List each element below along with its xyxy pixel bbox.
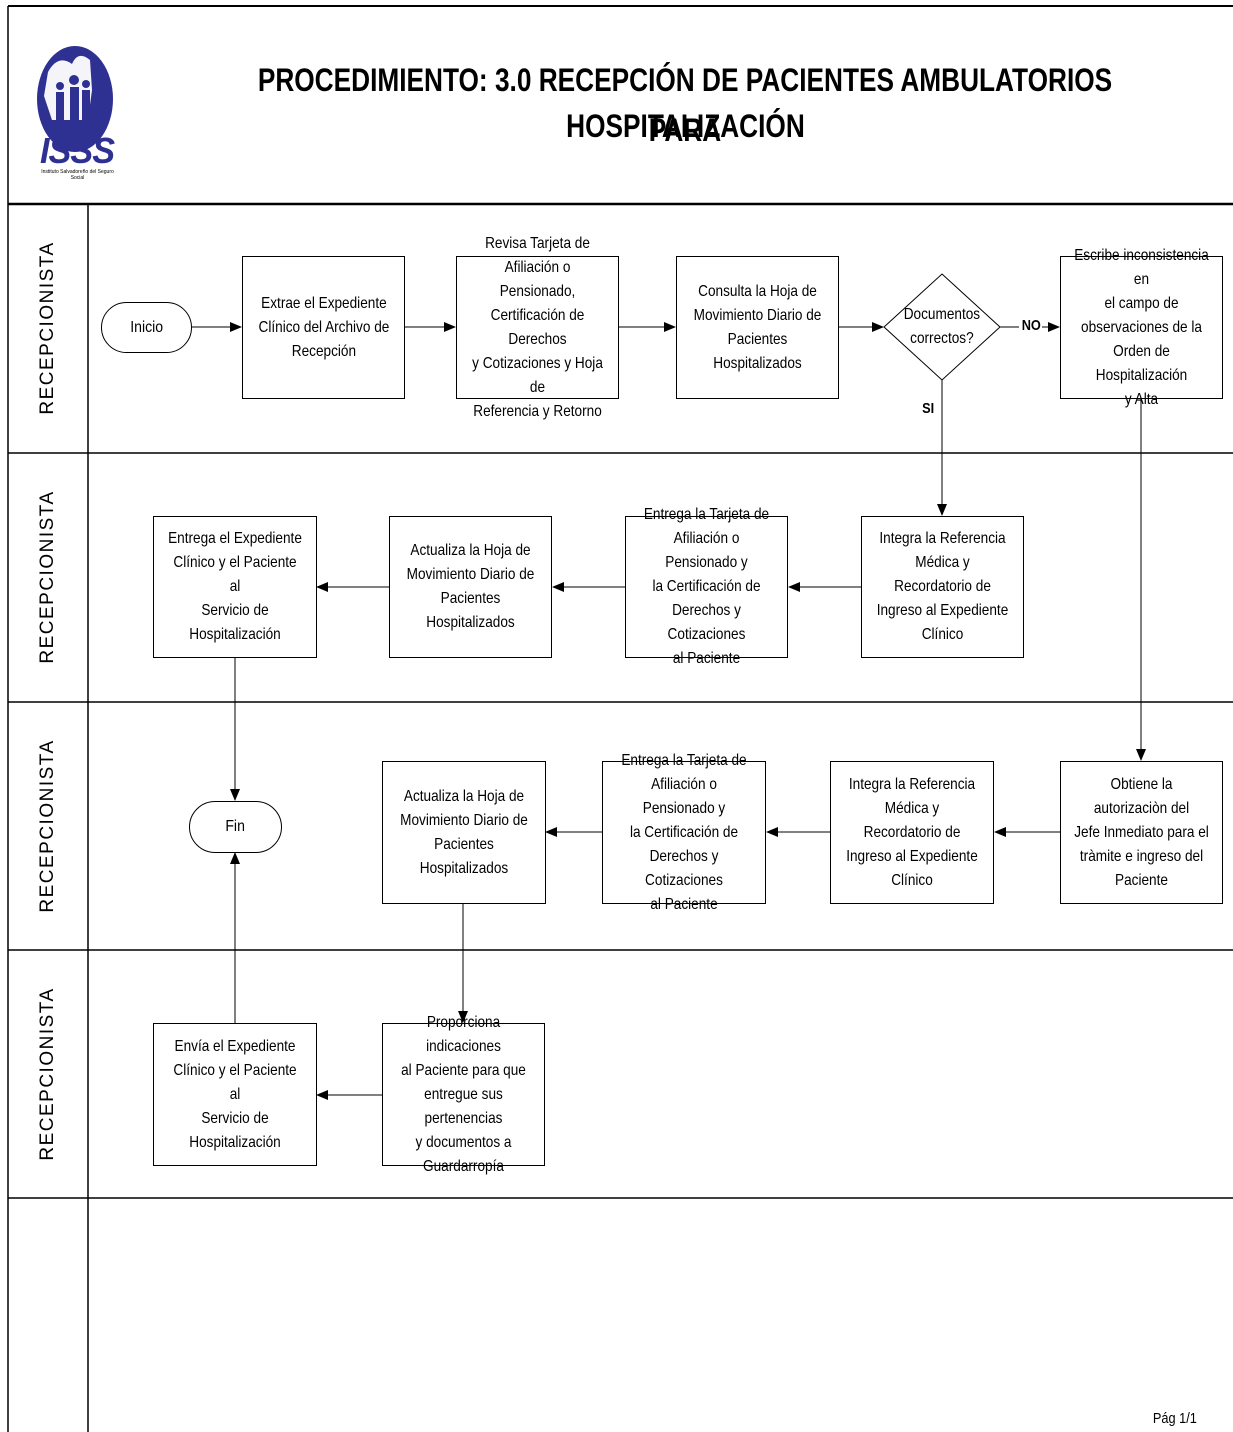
process-entrega-tarjeta-1: Entrega la Tarjeta de Afiliación o Pensi… xyxy=(625,506,788,667)
process-escribe-inconsistencia: Escribe inconsistencia en el campo de ob… xyxy=(1060,247,1223,408)
lane-label-1: RECEPCIONISTA xyxy=(37,241,58,415)
process-label: Revisa Tarjeta de Afiliación o Pensionad… xyxy=(472,234,603,420)
page-number: Pág 1/1 xyxy=(1153,1410,1198,1427)
process-entrega-tarjeta-2: Entrega la Tarjeta de Afiliación o Pensi… xyxy=(602,752,766,913)
edge-label-si: SI xyxy=(922,400,935,417)
process-actualiza-hoja-2: Actualiza la Hoja de Movimiento Diario d… xyxy=(382,761,546,904)
process-label: Entrega la Tarjeta de Afiliación o Pensi… xyxy=(621,751,747,913)
process-extrae-expediente: Extrae el Expediente Clínico del Archivo… xyxy=(242,256,405,399)
process-revisa-tarjeta: Revisa Tarjeta de Afiliación o Pensionad… xyxy=(456,235,619,420)
process-label: Consulta la Hoja de Movimiento Diario de… xyxy=(693,282,822,372)
logo-wordmark: ISSS xyxy=(39,130,115,171)
lane-label-2: RECEPCIONISTA xyxy=(37,490,58,664)
edge-label-no: NO xyxy=(1021,317,1041,334)
decision-label: Documentos correctos? xyxy=(903,306,981,347)
page-title-line1: PROCEDIMIENTO: 3.0 RECEPCIÓN DE PACIENTE… xyxy=(257,62,1113,148)
process-label: Actualiza la Hoja de Movimiento Diario d… xyxy=(400,787,528,877)
process-label: Actualiza la Hoja de Movimiento Diario d… xyxy=(406,542,535,631)
process-label: Envía el Expediente Clínico y el Pacient… xyxy=(173,1037,297,1151)
end-terminator: Fin xyxy=(189,801,282,853)
process-label: Entrega la Tarjeta de Afiliación o Pensi… xyxy=(643,506,770,667)
process-label: Entrega el Expediente Clínico y el Pacie… xyxy=(168,530,302,643)
process-obtiene-autorizacion: Obtiene la autorizaciòn del Jefe Inmedia… xyxy=(1060,761,1223,904)
lane-label-4: RECEPCIONISTA xyxy=(37,987,58,1161)
process-proporciona-indicaciones: Proporciona indicaciones al Paciente par… xyxy=(382,1014,545,1175)
process-envia-expediente: Envía el Expediente Clínico y el Pacient… xyxy=(153,1023,317,1166)
page-title-line2: HOSPITALIZACIÓN xyxy=(565,108,805,144)
process-integra-referencia-1: Integra la Referencia Médica y Recordato… xyxy=(861,516,1024,658)
process-label: Integra la Referencia Médica y Recordato… xyxy=(876,530,1009,643)
lane-label-3: RECEPCIONISTA xyxy=(37,739,58,913)
process-label: Extrae el Expediente Clínico del Archivo… xyxy=(258,294,389,360)
process-actualiza-hoja-1: Actualiza la Hoja de Movimiento Diario d… xyxy=(389,516,552,658)
isss-logo xyxy=(37,46,113,152)
process-label: Obtiene la autorizaciòn del Jefe Inmedia… xyxy=(1074,775,1209,889)
process-entrega-expediente: Entrega el Expediente Clínico y el Pacie… xyxy=(153,516,317,658)
process-label: Escribe inconsistencia en el campo de ob… xyxy=(1074,246,1209,408)
start-terminator: Inicio xyxy=(101,302,192,353)
process-consulta-hoja: Consulta la Hoja de Movimiento Diario de… xyxy=(676,256,839,399)
logo-caption: Instituto Salvadoreño del Seguro Social xyxy=(41,169,114,181)
process-label: Proporciona indicaciones al Paciente par… xyxy=(401,1013,526,1175)
process-label: Integra la Referencia Médica y Recordato… xyxy=(846,775,978,889)
process-integra-referencia-2: Integra la Referencia Médica y Recordato… xyxy=(830,761,994,904)
